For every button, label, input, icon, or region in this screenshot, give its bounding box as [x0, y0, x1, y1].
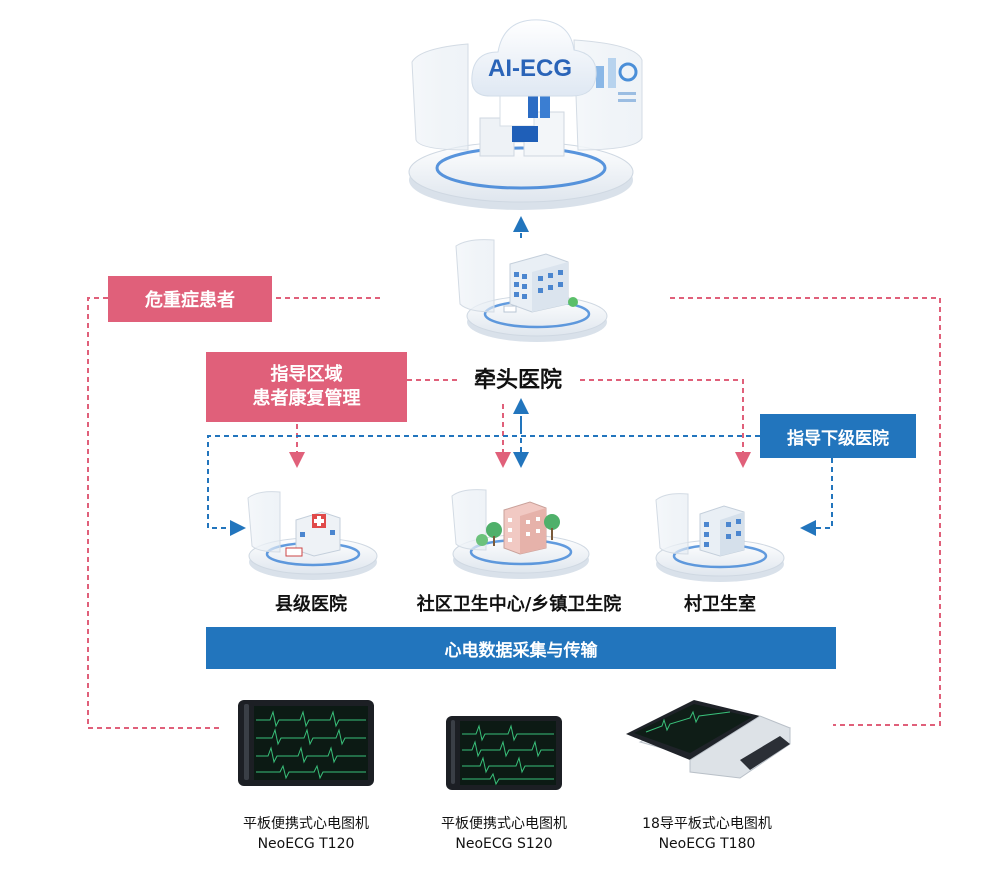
ecg-screen-t180	[645, 710, 731, 733]
device-label-s120: 平板便携式心电图机 NeoECG S120	[414, 814, 594, 854]
county-hospital-platform	[247, 491, 378, 580]
guide-region-line1: 指导区域	[270, 364, 343, 385]
critical-left-loop	[87, 297, 222, 729]
cloud-label: AI-ECG	[488, 55, 572, 82]
county-hospital-icon	[285, 511, 341, 557]
arrow-to-village	[580, 379, 751, 468]
village-clinic-platform	[655, 493, 785, 582]
device-t120-name: 平板便携式心电图机	[243, 816, 369, 832]
device-label-t120: 平板便携式心电图机 NeoECG T120	[216, 814, 396, 854]
connector-lines	[87, 216, 941, 729]
guide-region-tag: 指导区域 患者康复管理	[206, 352, 407, 422]
community-center-icon	[476, 501, 560, 555]
ecg-screen-t120	[256, 710, 366, 780]
device-t180-model: NeoECG T180	[658, 836, 756, 852]
lead-hospital-title: 牵头医院	[473, 368, 562, 393]
facility-title-village: 村卫生室	[684, 594, 756, 615]
ecg-screen-s120	[462, 724, 554, 786]
guide-lower-line	[207, 435, 760, 536]
guide-region-line2: 患者康复管理	[252, 388, 361, 409]
device-t180	[626, 700, 792, 779]
device-s120	[446, 716, 562, 790]
village-clinic-icon	[699, 505, 745, 557]
data-collection-banner: 心电数据采集与传输	[206, 627, 836, 669]
cloud-shape	[471, 19, 597, 97]
device-s120-model: NeoECG S120	[455, 836, 553, 852]
facility-title-community: 社区卫生中心/乡镇卫生院	[416, 594, 622, 615]
critical-patients-tag: 危重症患者	[108, 276, 272, 322]
device-t180-name: 18导平板式心电图机	[642, 816, 772, 832]
device-label-t180: 18导平板式心电图机 NeoECG T180	[612, 814, 802, 854]
device-t120-model: NeoECG T120	[257, 836, 355, 852]
facility-title-county: 县级医院	[275, 594, 347, 615]
guide-lower-right	[800, 458, 833, 536]
guide-lower-tag: 指导下级医院	[760, 414, 916, 458]
critical-right-loop	[670, 297, 941, 726]
lead-hospital-platform	[455, 239, 608, 342]
ai-ecg-platform	[408, 19, 643, 210]
lead-hospital-building-icon	[503, 253, 578, 313]
community-center-platform	[451, 489, 590, 579]
device-t120	[238, 700, 374, 786]
device-s120-name: 平板便携式心电图机	[441, 816, 567, 832]
